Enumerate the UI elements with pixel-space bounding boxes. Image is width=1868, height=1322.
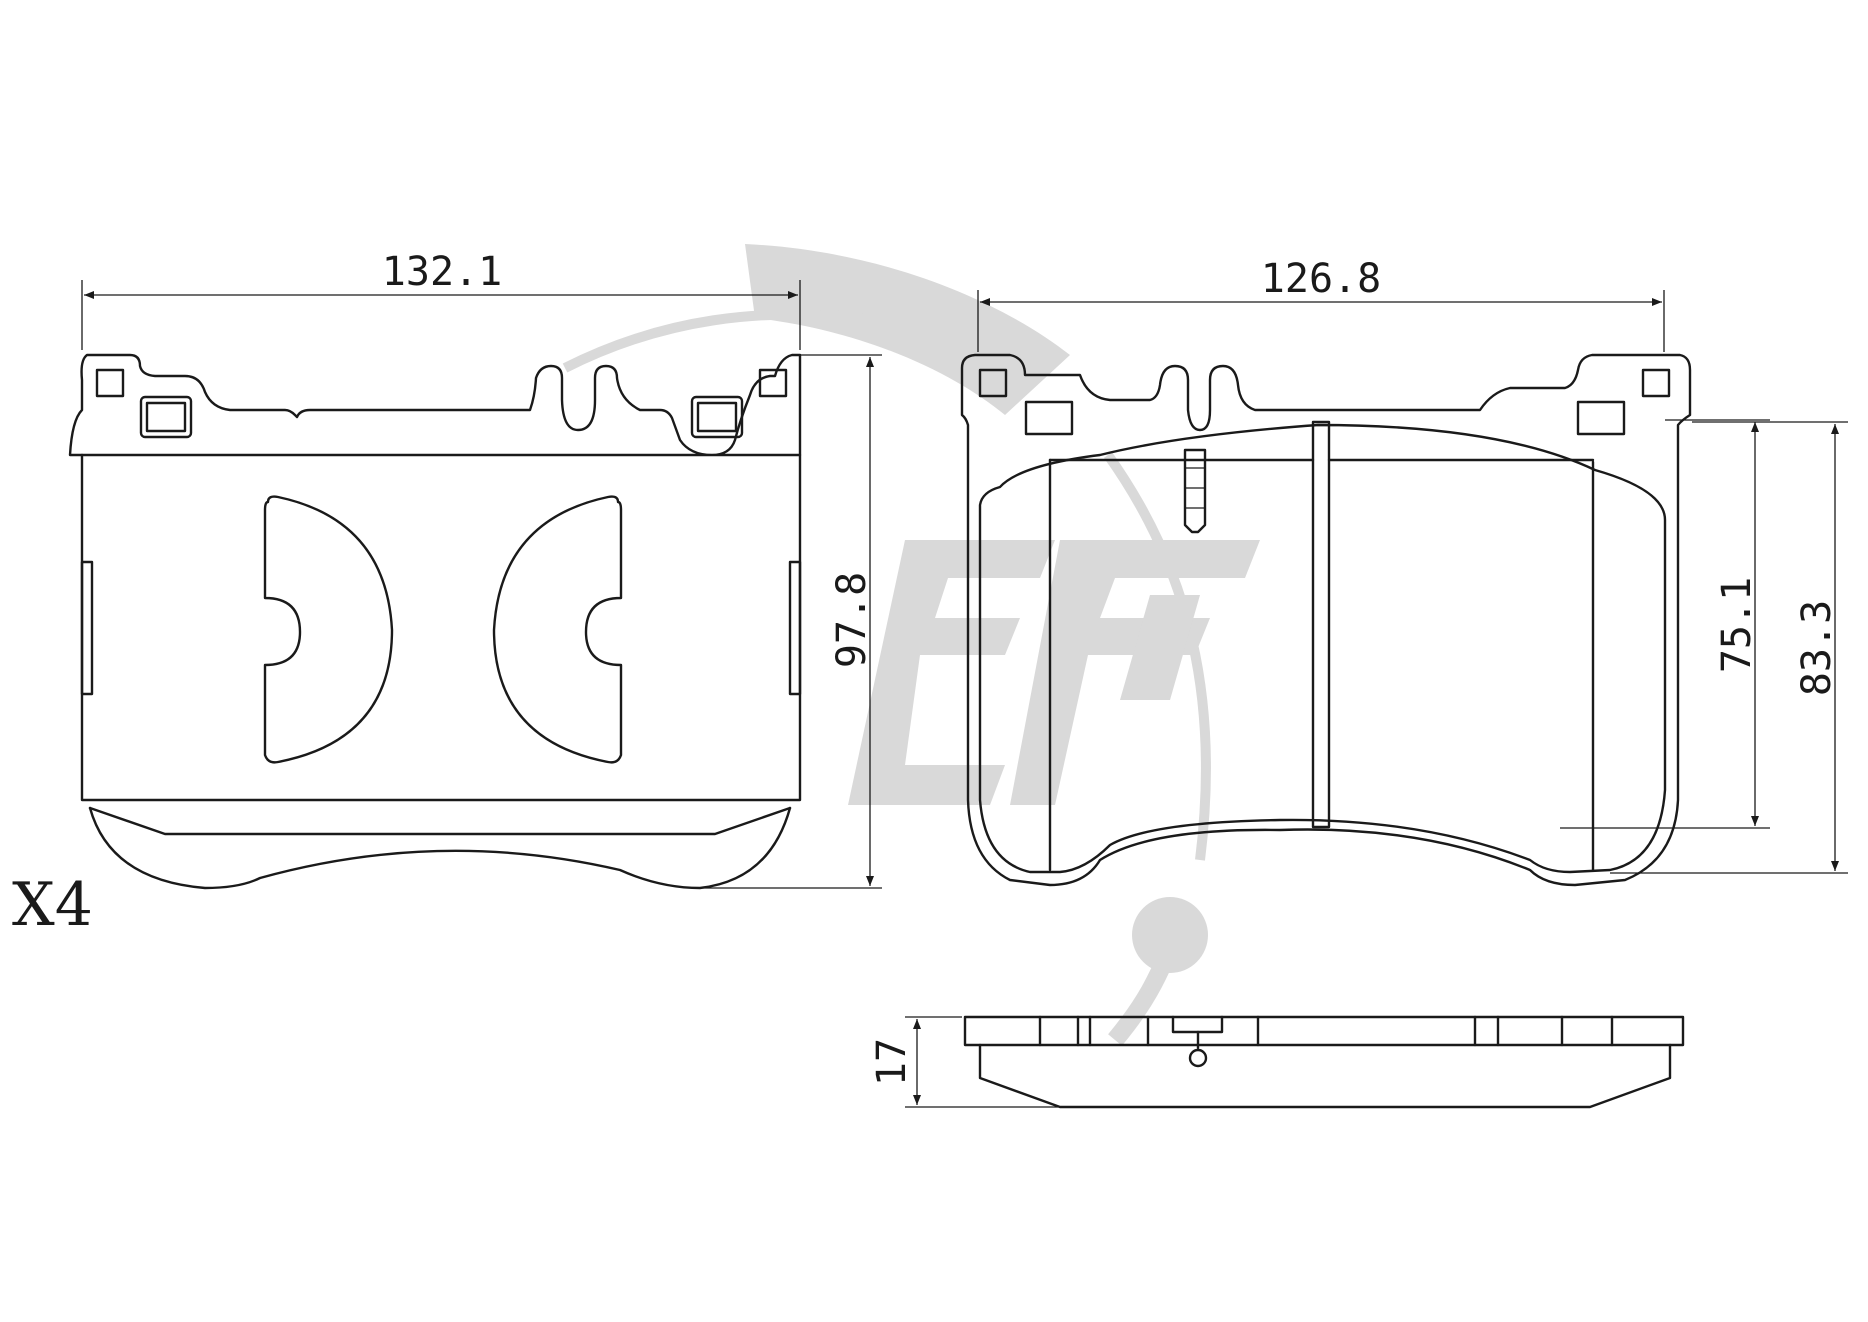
dim-thickness: 17 [869, 1016, 1058, 1108]
dim-back-outer-height-label: 83.3 [1794, 600, 1840, 696]
dim-front-height: 97.8 [700, 354, 882, 889]
side-view-pad [963, 1015, 1685, 1109]
dim-front-width-label: 132.1 [382, 249, 502, 295]
dim-thickness-label: 17 [869, 1038, 915, 1086]
dim-front-height-label: 97.8 [829, 572, 875, 668]
back-view-pad [960, 353, 1692, 887]
dim-front-width: 132.1 [81, 249, 801, 350]
front-view-pad [68, 353, 802, 890]
quantity-label: X4 [12, 870, 93, 940]
dim-back-width: 126.8 [977, 256, 1665, 352]
dim-back-outer-height: 83.3 [1610, 421, 1848, 874]
brand-watermark-logo [562, 244, 1260, 1046]
dim-back-inner-height-label: 75.1 [1714, 577, 1760, 673]
dim-back-width-label: 126.8 [1261, 256, 1381, 302]
dim-back-inner-height: 75.1 [1560, 419, 1770, 829]
